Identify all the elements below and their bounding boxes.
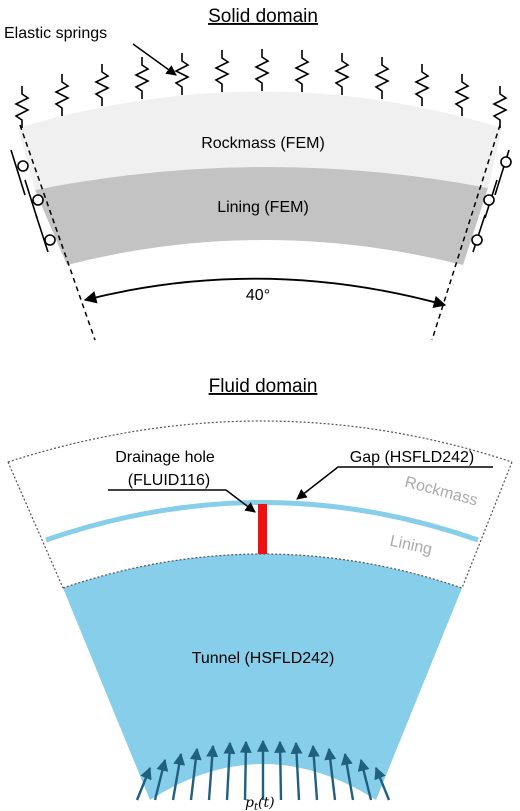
solid-lining-label: Lining (FEM) <box>217 199 309 216</box>
tunnel-label: Tunnel (HSFLD242) <box>192 650 335 667</box>
springs-pointer <box>132 43 177 76</box>
pressure-subscript: t <box>254 802 259 811</box>
left-roller-supports <box>10 149 56 253</box>
fluid-sector-outline <box>7 420 513 589</box>
gap-line <box>45 500 479 543</box>
pressure-label: pt(t) <box>245 795 275 811</box>
drainage-hole <box>258 504 267 554</box>
right-roller-supports <box>471 149 512 253</box>
gap-label: Gap (HSFLD242) <box>350 449 475 466</box>
solid-right-boundary <box>431 124 501 341</box>
drainage-label-line1: Drainage hole <box>115 449 215 466</box>
tunnel-region <box>63 554 462 800</box>
angle-arc <box>83 277 447 309</box>
fluid-lining-label: Lining <box>388 533 433 559</box>
gap-pointer <box>296 466 493 500</box>
angle-label: 40° <box>246 287 270 304</box>
fluid-domain-title: Fluid domain <box>209 376 318 397</box>
fluid-rockmass-label: Rockmass <box>403 474 480 510</box>
solid-left-boundary <box>19 124 96 341</box>
solid-rockmass-label: Rockmass (FEM) <box>201 135 325 152</box>
solid-domain-title: Solid domain <box>208 6 318 27</box>
drainage-label-line2: (FLUID116) <box>128 472 210 489</box>
elastic-springs-label: Elastic springs <box>4 25 107 42</box>
solid-rockmass-band <box>18 91 502 190</box>
solid-lining-band <box>35 166 488 265</box>
pressure-argument: (t) <box>258 795 275 811</box>
drainage-pointer <box>108 489 256 513</box>
pressure-arrows <box>135 739 391 801</box>
pressure-symbol: p <box>245 795 254 811</box>
elastic-springs <box>14 49 508 128</box>
